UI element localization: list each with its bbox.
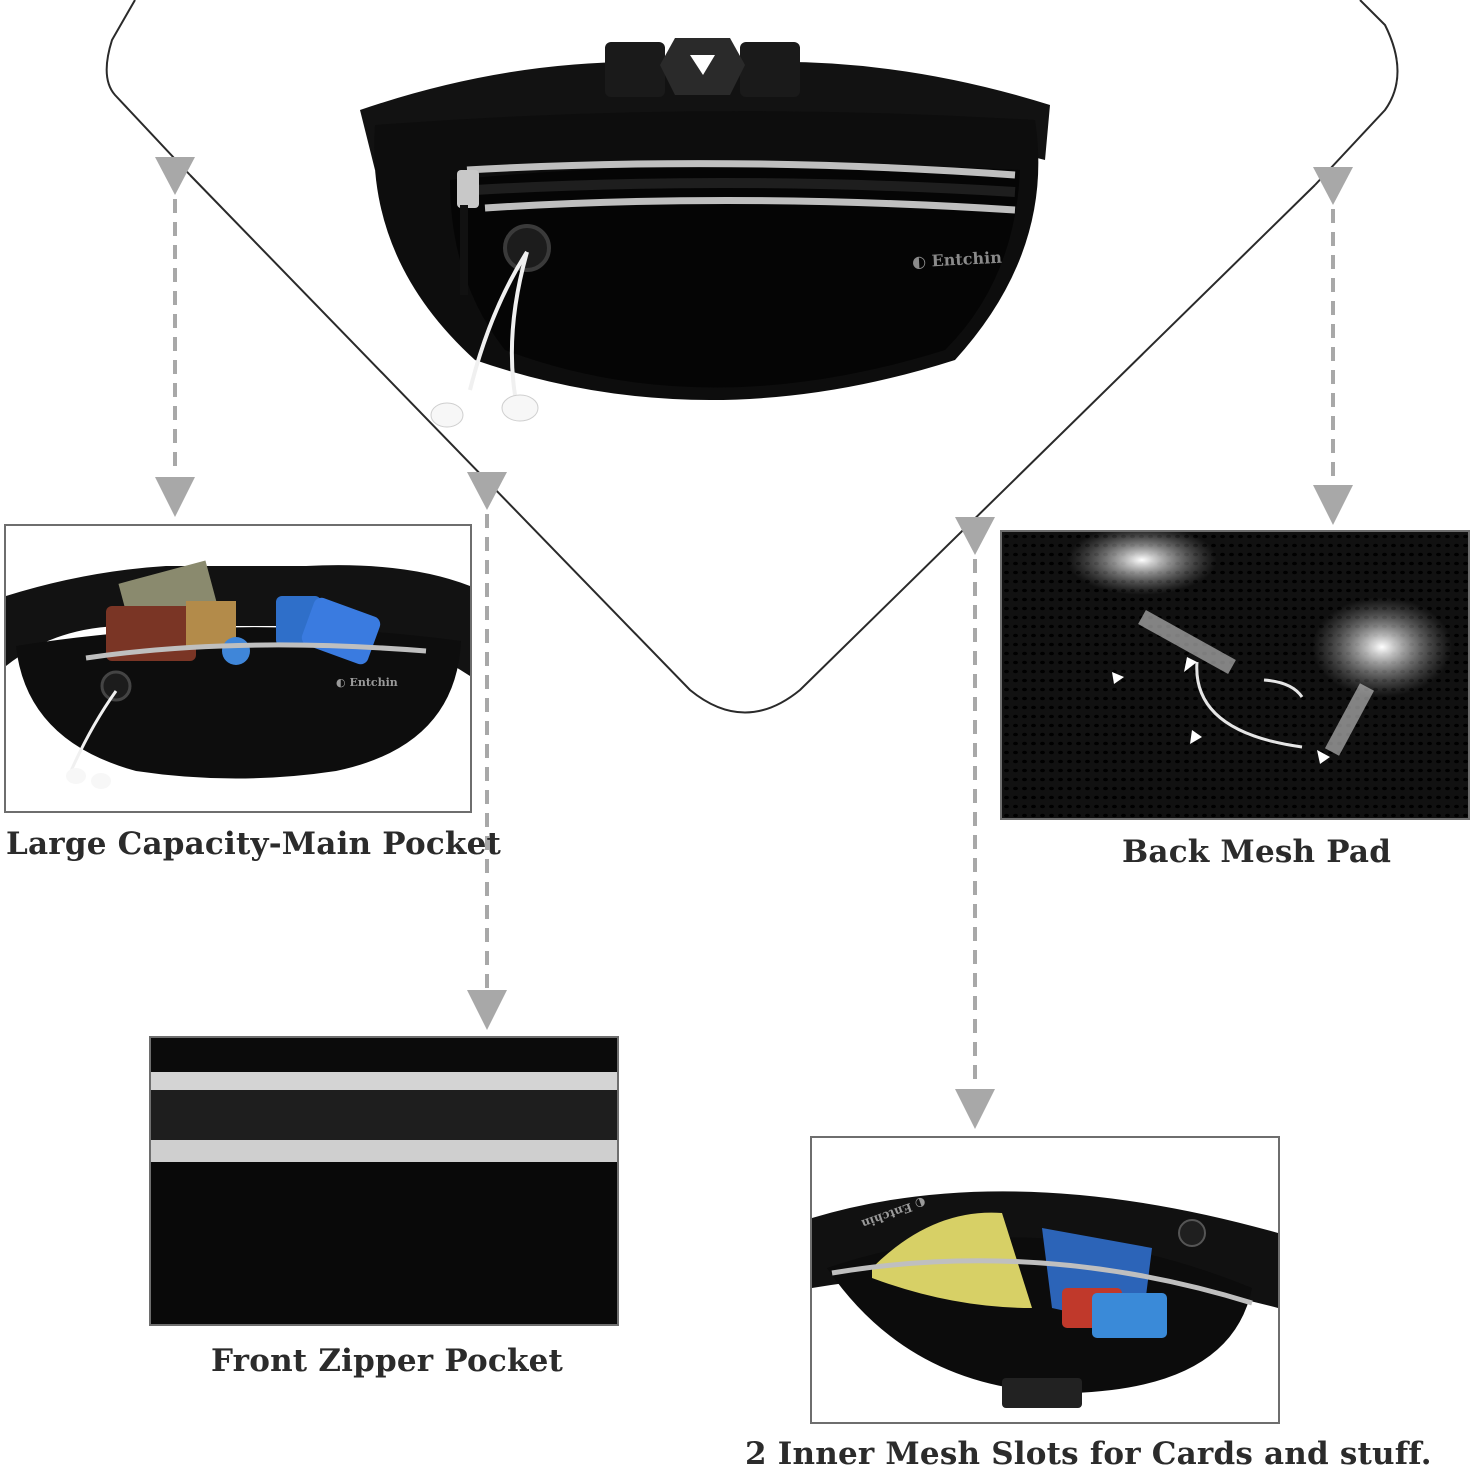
main-pocket-logo: ◐ Entchin xyxy=(336,676,398,689)
brand-name-main: Entchin xyxy=(931,247,1003,271)
caption-main-pocket: Large Capacity-Main Pocket xyxy=(6,826,502,862)
logo-mark-icon: ◐ xyxy=(336,676,346,689)
caption-back-mesh: Back Mesh Pad xyxy=(1122,834,1392,870)
logo-mark-icon: ◐ xyxy=(911,251,927,272)
brand-name-pocket: Entchin xyxy=(349,676,398,689)
arrow-to-back-mesh xyxy=(1313,167,1353,525)
front-zipper-image xyxy=(151,1038,617,1324)
main-pocket-bag-image xyxy=(6,560,470,789)
caption-inner-mesh: 2 Inner Mesh Slots for Cards and stuff. xyxy=(745,1436,1432,1472)
arrow-to-front-zipper xyxy=(467,472,507,1030)
front-zipper-photo xyxy=(149,1036,619,1326)
back-mesh-image xyxy=(1002,532,1468,818)
main-waist-bag-image xyxy=(360,38,1050,428)
arrow-to-main-pocket xyxy=(155,157,195,517)
inner-mesh-image xyxy=(812,1191,1278,1408)
back-mesh-photo xyxy=(1000,530,1470,820)
inner-mesh-photo: ◐ Entchin xyxy=(810,1136,1280,1424)
arrow-to-inner-mesh xyxy=(955,517,995,1129)
main-pocket-photo: ◐ Entchin xyxy=(4,524,472,813)
caption-front-zipper: Front Zipper Pocket xyxy=(211,1343,564,1379)
